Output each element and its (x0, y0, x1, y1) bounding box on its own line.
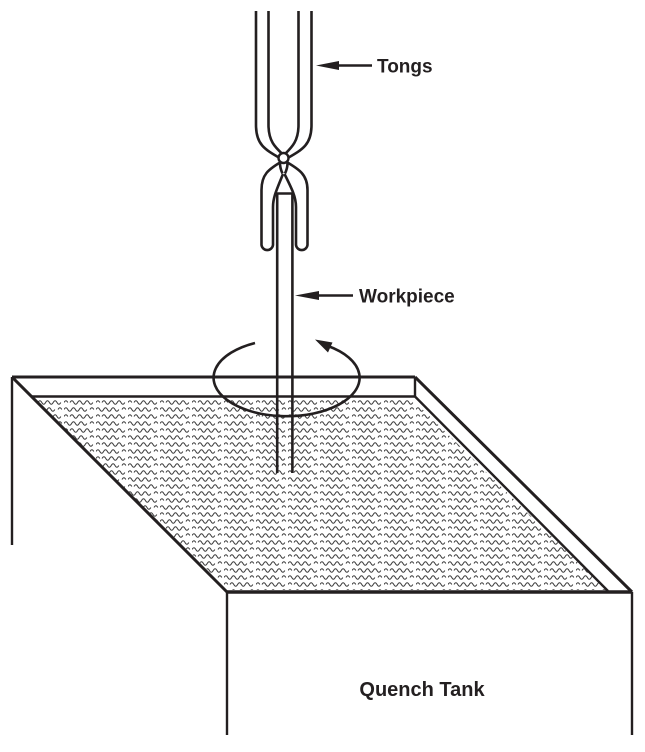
rotation-arc (212, 341, 361, 418)
quench-tank (10, 375, 634, 735)
tongs-label: Tongs (377, 57, 433, 78)
tank-outer-right-diagonal (413, 375, 634, 594)
workpiece-callout: Workpiece (295, 287, 455, 308)
quench-tank-label: Quench Tank (359, 679, 485, 701)
water-surface (34, 399, 606, 590)
tongs-arrowhead-icon (316, 61, 339, 70)
workpiece-rod (275, 192, 294, 473)
rotation-arrowhead-icon (315, 339, 333, 353)
rotation-arrow (212, 339, 361, 418)
tongs-arm-right-outer (260, 11, 313, 252)
workpiece-label: Workpiece (359, 287, 455, 308)
tank-left-diagonal-edge (10, 375, 229, 594)
workpiece-arrowhead-icon (295, 291, 319, 300)
tongs-pivot-icon (277, 151, 290, 165)
tongs (254, 11, 313, 252)
tongs-callout: Tongs (316, 57, 433, 78)
tongs-arm-left-outer (254, 11, 309, 252)
tongs-arm-left-inner (267, 11, 289, 175)
tongs-arm-right-inner (278, 11, 300, 175)
tank-inner-right-diagonal (414, 395, 609, 592)
